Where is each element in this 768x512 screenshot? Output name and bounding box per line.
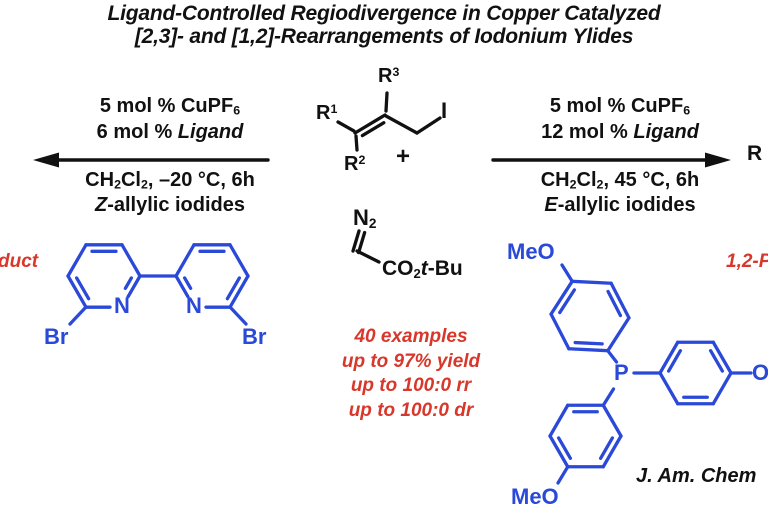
- left-conditions-catalyst: 5 mol % CuPF6: [36, 96, 304, 117]
- phosphine-p-label: P: [614, 360, 629, 385]
- product-r-fragment: R: [747, 142, 763, 165]
- left-product-fragment: duct: [0, 251, 39, 272]
- left-conditions-geometry: Z-allylic iodides: [36, 195, 304, 215]
- results-yield: up to 97% yield: [341, 350, 481, 372]
- solvent-ch: CH: [85, 169, 115, 191]
- r-sup: 2: [358, 153, 366, 167]
- r-sup: 3: [392, 65, 400, 79]
- ester-group-label: CO2t-Bu: [382, 258, 463, 280]
- solvent-sub1: 2: [569, 177, 577, 192]
- solvent-sub2: 2: [596, 177, 604, 192]
- right-conditions-solvent: CH2Cl2, 45 °C, 6h: [486, 170, 754, 191]
- ligand-word: Ligand: [633, 121, 699, 143]
- r-base: R: [378, 65, 393, 88]
- solvent-ch: CH: [540, 169, 570, 191]
- journal-citation: J. Am. Chem: [636, 465, 757, 487]
- results-dr: up to 100:0 dr: [348, 399, 474, 421]
- bipy-n-left-label: N: [114, 293, 130, 318]
- solvent-cl: Cl: [576, 169, 597, 191]
- catalyst-text: 5 mol % CuPF: [549, 95, 684, 117]
- phosphine-o-right-label: O: [752, 360, 768, 385]
- solvent-cl: Cl: [120, 169, 141, 191]
- ester-bu: -Bu: [427, 257, 463, 280]
- right-product-fragment: 1,2-P: [726, 251, 768, 272]
- left-conditions-solvent: CH2Cl2, –20 °C, 6h: [36, 170, 304, 191]
- phosphine-meo-top-label: MeO: [507, 239, 555, 264]
- right-conditions-geometry: E-allylic iodides: [486, 195, 754, 215]
- results-rr: up to 100:0 rr: [350, 375, 472, 396]
- geometry-letter: Z: [94, 194, 108, 216]
- diazo-n2-label: N2: [353, 207, 376, 231]
- scheme-title: Ligand-Controlled Regiodivergence in Cop…: [0, 2, 768, 48]
- solvent-rest: , –20 °C, 6h: [147, 169, 255, 191]
- plus-sign: +: [396, 143, 411, 170]
- right-conditions-ligand: 12 mol % Ligand: [486, 122, 754, 142]
- solvent-sub2: 2: [140, 177, 148, 192]
- ester-t: t: [420, 257, 428, 280]
- catalyst-sub: 6: [683, 103, 691, 118]
- phosphine-meo-bottom-label: MeO: [511, 484, 559, 509]
- n-sub: 2: [368, 216, 377, 231]
- geometry-letter: E: [544, 194, 558, 216]
- solvent-sub1: 2: [114, 177, 121, 192]
- r-base: R: [316, 102, 331, 125]
- right-conditions-catalyst: 5 mol % CuPF6: [486, 96, 754, 117]
- results-block: 40 examples up to 97% yield up to 100:0 …: [300, 325, 522, 423]
- iodine-atom-label: I: [441, 98, 448, 123]
- ligand-amount: 12 mol %: [541, 121, 634, 143]
- bipy-n-right-label: N: [186, 293, 202, 318]
- solvent-rest: , 45 °C, 6h: [603, 169, 700, 191]
- ester-co: CO: [382, 257, 414, 280]
- scheme-title-line1: Ligand-Controlled Regiodivergence in Cop…: [107, 2, 661, 25]
- substituent-r3: R3: [378, 66, 399, 86]
- left-conditions-ligand: 6 mol % Ligand: [36, 122, 304, 142]
- catalyst-sub: 6: [233, 103, 241, 118]
- substituent-r1: R1: [316, 103, 337, 123]
- scheme-title-line2: [2,3]- and [1,2]-Rearrangements of Iodon…: [134, 24, 634, 48]
- r-base: R: [344, 153, 359, 176]
- catalyst-text: 5 mol % CuPF: [99, 95, 234, 117]
- r-sup: 1: [330, 102, 338, 116]
- n-atom: N: [353, 205, 369, 230]
- ligand-word: Ligand: [177, 121, 244, 143]
- ligand-amount: 6 mol %: [96, 121, 178, 143]
- bipy-br-right-label: Br: [242, 324, 267, 349]
- geometry-rest: -allylic iodides: [107, 194, 246, 216]
- bipy-br-left-label: Br: [44, 324, 69, 349]
- geometry-rest: -allylic iodides: [557, 194, 696, 216]
- results-examples: 40 examples: [354, 326, 468, 347]
- ester-sub: 2: [413, 265, 421, 281]
- substituent-r2: R2: [344, 154, 365, 174]
